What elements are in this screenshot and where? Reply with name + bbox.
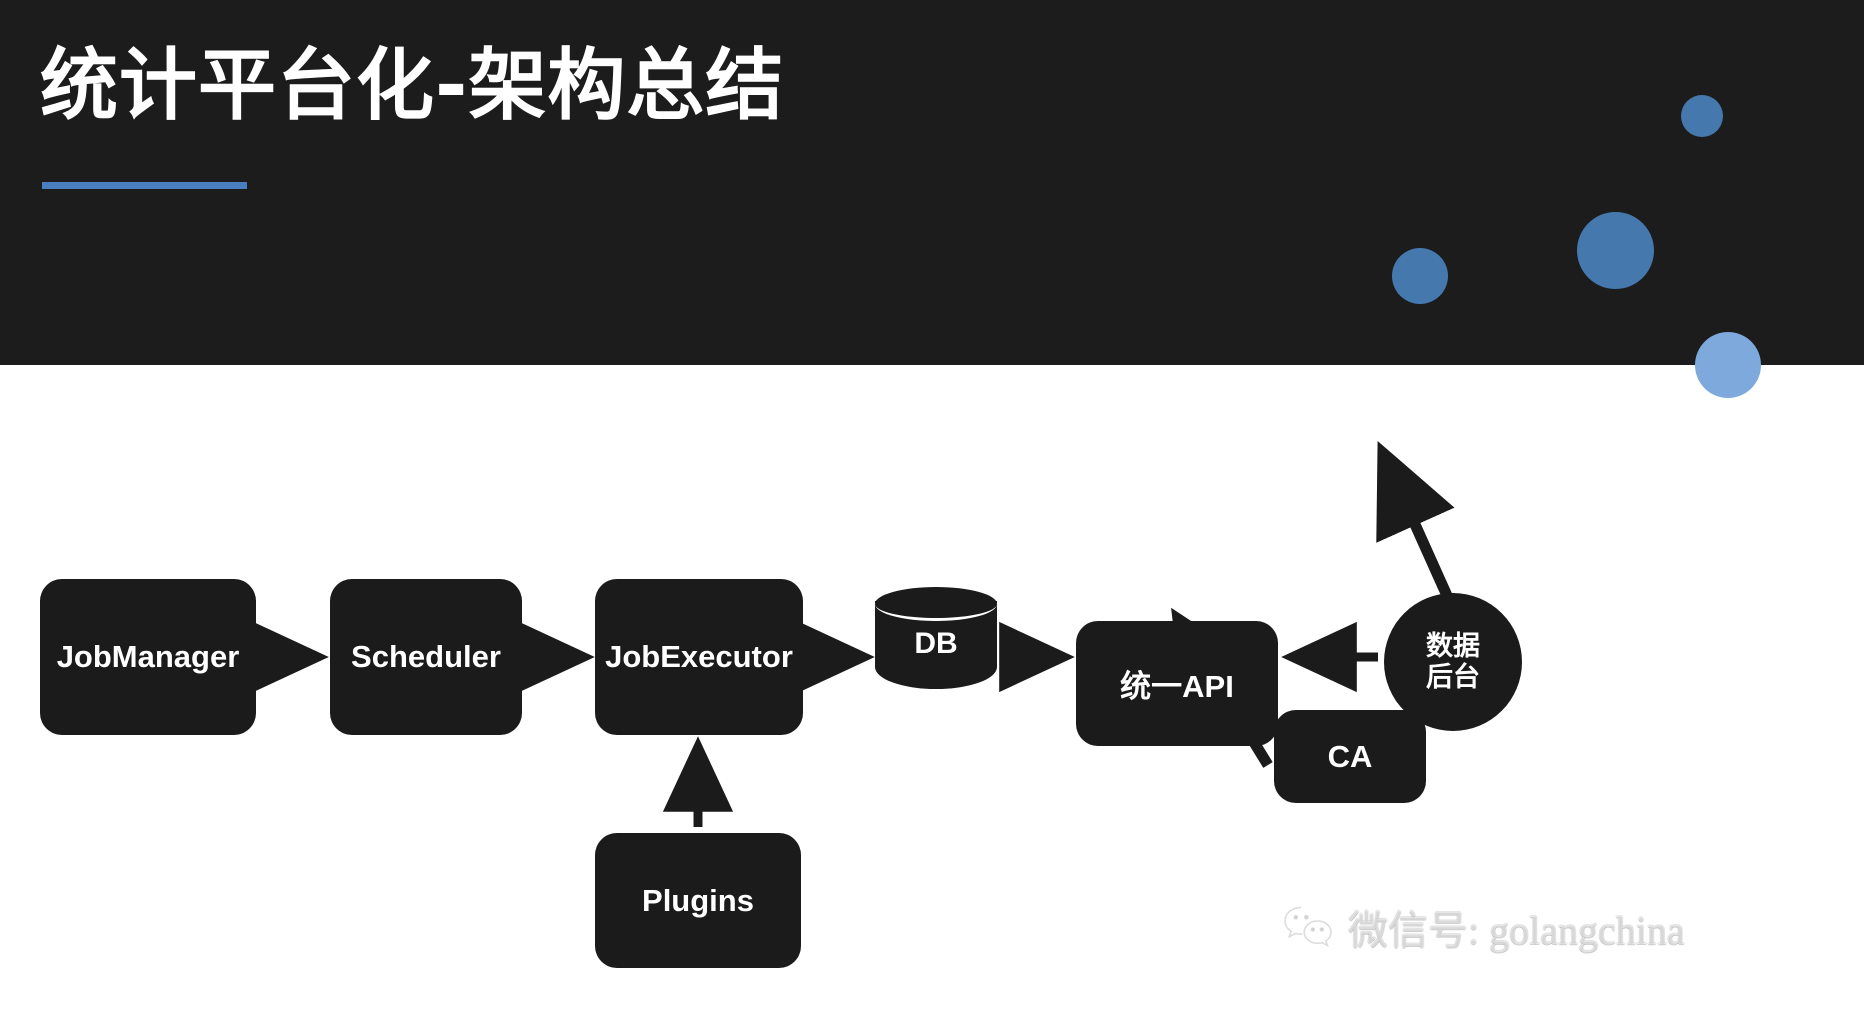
decor-circle-medium: [1392, 248, 1448, 304]
node-scheduler[interactable]: Scheduler: [330, 579, 522, 735]
decor-circle-small: [1681, 95, 1723, 137]
watermark: 微信号: golangchina: [1282, 898, 1685, 956]
title-underline-rule: [42, 182, 247, 189]
slide-header: 统计平台化-架构总结: [0, 0, 1864, 365]
watermark-text: 微信号: golangchina: [1348, 908, 1685, 953]
node-unified-api[interactable]: 统一API: [1076, 621, 1278, 746]
wechat-icon: [1282, 904, 1334, 950]
edge-backend-ca: [1376, 440, 1459, 612]
node-jobexecutor-label: JobExecutor: [605, 639, 793, 674]
node-unified-api-label: 统一API: [1120, 669, 1234, 704]
node-data-backend[interactable]: 数据 后台: [1384, 593, 1522, 731]
node-plugins[interactable]: Plugins: [595, 833, 801, 968]
node-db-label: DB: [914, 627, 958, 660]
decor-circle-large: [1577, 212, 1654, 289]
node-data-backend-label: 数据 后台: [1426, 630, 1480, 692]
architecture-diagram: JobManager Scheduler JobExecutor DB 统一AP…: [0, 365, 1864, 1034]
node-plugins-label: Plugins: [642, 882, 754, 918]
node-ca[interactable]: CA: [1274, 710, 1426, 803]
node-jobmanager-label: JobManager: [56, 639, 240, 674]
db-cylinder-top: [875, 587, 997, 621]
page-title: 统计平台化-架构总结: [40, 41, 785, 131]
node-scheduler-label: Scheduler: [351, 639, 501, 674]
node-ca-label: CA: [1327, 738, 1373, 774]
node-db[interactable]: DB: [875, 587, 997, 702]
decor-circle-edge: [1695, 332, 1761, 398]
node-jobmanager[interactable]: JobManager: [40, 579, 256, 735]
node-jobexecutor[interactable]: JobExecutor: [595, 579, 803, 735]
